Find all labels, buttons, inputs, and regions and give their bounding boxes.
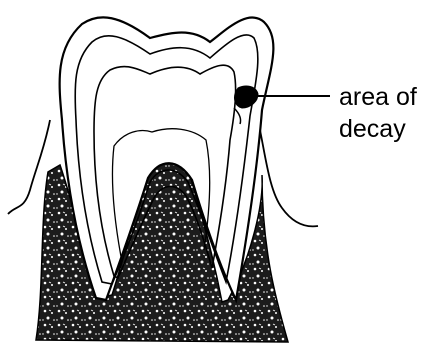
decay-label-line-2: decay: [339, 115, 406, 143]
gum-line-right: [260, 130, 318, 226]
decay-label-line-1: area of: [339, 83, 417, 111]
gum-line-left: [8, 120, 50, 214]
